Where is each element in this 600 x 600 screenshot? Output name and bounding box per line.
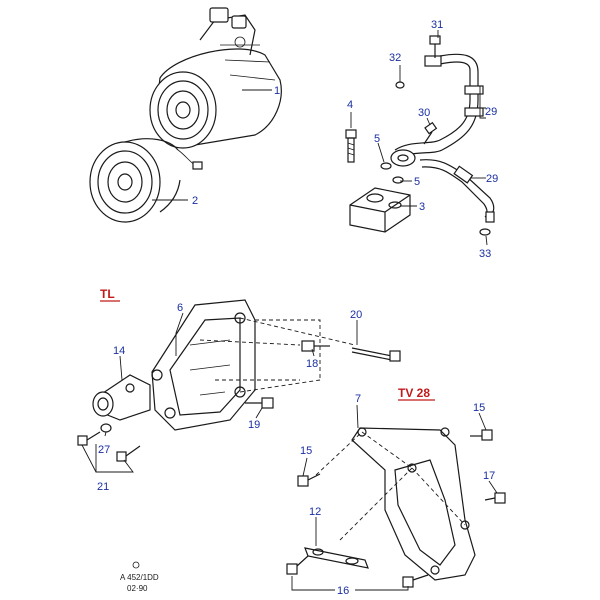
section-label-tl: TL [100,287,115,301]
bolt-4 [345,129,357,163]
leader-lines [81,30,498,591]
callout-16: 16 [337,585,349,597]
tv28-guide-lines [315,431,466,541]
reference-code: A 452/1DD [120,573,159,582]
callout-27: 27 [98,444,110,456]
bolt-16 [286,555,429,588]
bolt-31 [429,35,441,58]
callout-15b: 15 [473,402,485,414]
compressor-bracket-tl [151,299,256,431]
callout-31: 31 [431,19,443,31]
o-ring-33 [479,228,491,236]
manifold-block [349,187,411,233]
callout-14: 14 [113,345,125,357]
reference-symbol-icon [132,561,140,569]
callout-21: 21 [97,481,109,493]
callout-5a: 5 [374,133,380,145]
refrigerant-hoses [390,53,495,223]
bolt-20 [351,347,401,362]
compressor-bracket-tv28 [351,427,476,581]
callout-15a: 15 [300,445,312,457]
callout-30: 30 [418,107,430,119]
callout-18: 18 [306,358,318,370]
reference-date: 02·90 [127,584,148,593]
section-label-tv28: TV 28 [398,386,430,400]
callout-33: 33 [479,248,491,260]
callout-17: 17 [483,470,495,482]
callout-32: 32 [389,52,401,64]
compressor [149,7,282,149]
o-ring-5 [380,162,404,184]
bolt-30 [423,121,438,145]
bolt-18 [301,340,330,352]
mount-guide-lines [199,317,356,393]
callout-12: 12 [309,506,321,518]
callout-20: 20 [350,309,362,321]
clutch-assembly [89,138,203,223]
callout-6: 6 [177,302,183,314]
bolt-19 [245,397,274,409]
callout-2: 2 [192,195,198,207]
adjusting-strap [304,547,369,569]
washer-27 [100,423,112,433]
callout-7: 7 [355,393,361,405]
callout-1: 1 [274,85,280,97]
callout-19: 19 [248,419,260,431]
callout-29b: 29 [486,173,498,185]
callout-29a: 29 [485,106,497,118]
tensioner-bracket [92,374,151,421]
callout-5b: 5 [414,176,420,188]
washer-32 [395,81,405,89]
callout-4: 4 [347,99,353,111]
callout-3: 3 [419,201,425,213]
bolt-17 [484,492,506,504]
